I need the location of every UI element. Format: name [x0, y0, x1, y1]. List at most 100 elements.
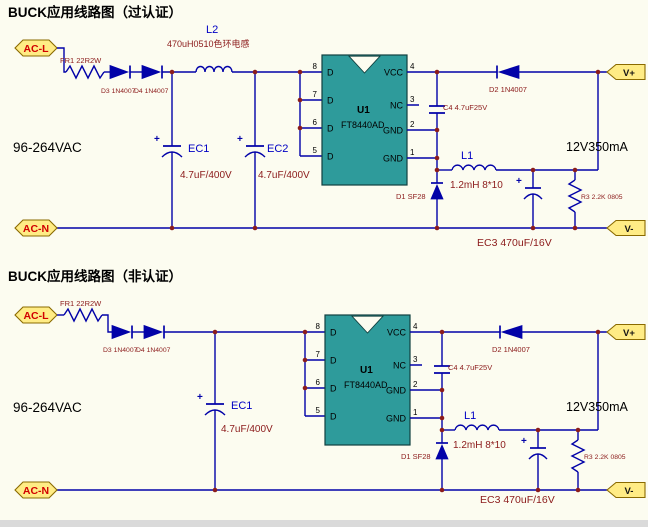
d4-label: D4 1N4007	[134, 88, 169, 95]
diode-d1: D1 SF28	[401, 430, 449, 490]
c4-label: C4 4.7uF25V	[448, 363, 492, 372]
port-ac-l: AC-L	[14, 306, 58, 324]
ec1-designator: EC1	[188, 143, 209, 155]
l1-value: 1.2mH 8*10	[450, 180, 503, 191]
port-v-plus: V+	[606, 63, 646, 81]
u1-pin-name-nc: NC	[393, 361, 406, 371]
diode-d4: D4 1N4007	[136, 324, 171, 354]
u1-pin-number-8: 8	[313, 62, 318, 71]
ec2-value: 4.7uF/400V	[258, 170, 310, 181]
ec2-plus-sign: +	[237, 134, 243, 145]
u1-pin-name-vcc: VCC	[387, 328, 407, 338]
u1-pin-name-vcc: VCC	[384, 68, 404, 78]
cap-ec3: + EC3 470uF/16V	[480, 430, 555, 506]
r3-label: R3 2.2K 0805	[584, 454, 626, 461]
u1-pin-number-3: 3	[413, 355, 418, 364]
cap-ec1: + EC1 4.7uF/400V	[154, 72, 232, 228]
bottom-edge-strip	[0, 520, 648, 527]
wire-step-down	[102, 314, 112, 333]
ec3-plus-sign: +	[521, 436, 527, 447]
d2-triangle	[497, 64, 520, 80]
u1-pin-name-d3: D	[330, 384, 337, 394]
port-v-minus-label: V-	[625, 224, 634, 235]
diode-d4: D4 1N4007	[134, 64, 169, 95]
inductor-l2: L2 470uH0510色环电感	[167, 24, 250, 73]
fuse-fr1: FR1 22R2W	[60, 299, 103, 323]
u1-pin-number-4: 4	[410, 62, 415, 71]
fuse-fr1: FR1 22R2W	[60, 56, 105, 80]
u1-pin-name-d2: D	[327, 96, 334, 106]
port-v-plus-shape	[606, 323, 646, 341]
output-rating: 12V350mA	[566, 400, 629, 414]
port-ac-n-label: AC-N	[23, 223, 49, 235]
inductor-l1: L1 1.2mH 8*10	[450, 150, 503, 191]
d4-label: D4 1N4007	[136, 347, 171, 354]
u1-pin-name-gnd2: GND	[386, 414, 407, 424]
port-v-plus: V+	[606, 323, 646, 341]
wire-drain-join	[304, 332, 325, 417]
port-v-plus-label: V+	[623, 328, 635, 339]
d3-label: D3 1N4007	[101, 88, 136, 95]
u1-body	[321, 54, 408, 186]
ec3-label: EC3 470uF/16V	[480, 494, 555, 506]
diode-d1: D1 SF28	[396, 170, 444, 228]
u1-pin1-notch	[347, 55, 382, 74]
d1-label: D1 SF28	[396, 192, 426, 201]
u1-pin1-notch	[350, 315, 385, 334]
d2-label: D2 1N4007	[489, 85, 527, 94]
cap-ec2: + EC2 4.7uF/400V	[237, 72, 310, 228]
u1-pin-name-d1: D	[327, 68, 334, 78]
fr1-zigzag	[63, 307, 103, 323]
u1-pin-number-5: 5	[316, 406, 321, 415]
u1-pin-name-d2: D	[330, 356, 337, 366]
port-ac-l: AC-L	[14, 39, 58, 57]
port-v-minus-label: V-	[625, 486, 634, 497]
u1-designator: U1	[360, 365, 373, 376]
r3-zigzag	[567, 179, 583, 213]
diode-d3: D3 1N4007	[101, 64, 136, 95]
u1-pin-number-7: 7	[313, 90, 318, 99]
cap-ec3: + EC3 470uF/16V	[477, 170, 552, 249]
u1-pin-name-gnd1: GND	[386, 386, 407, 396]
ec1-designator: EC1	[231, 400, 252, 412]
port-v-minus: V-	[606, 219, 646, 237]
l2-value: 470uH0510色环电感	[167, 38, 250, 49]
l1-coil	[454, 424, 500, 431]
u1-pin-number-7: 7	[316, 350, 321, 359]
fr1-label: FR1 22R2W	[60, 299, 102, 308]
d3-label: D3 1N4007	[103, 347, 138, 354]
d3-triangle	[111, 324, 132, 340]
circuit-noncertified: BUCK应用线路图（非认证） AC-L FR1 22R2W D3 1N4007 …	[8, 268, 646, 506]
u1-pin-number-1: 1	[410, 148, 415, 157]
ec3-plus-sign: +	[516, 176, 522, 187]
wire-drain-join	[299, 72, 322, 157]
u1-pin-name-nc: NC	[390, 101, 403, 111]
d4-triangle	[143, 324, 164, 340]
fr1-zigzag	[65, 64, 105, 80]
input-voltage-range: 96-264VAC	[13, 400, 82, 415]
u1-pin-name-d3: D	[327, 124, 334, 134]
wire-ic-right-stubs	[407, 71, 497, 159]
r3-zigzag	[570, 439, 586, 473]
cap-ec1: + EC1 4.7uF/400V	[197, 332, 273, 490]
resistor-r3: R3 2.2K 0805	[570, 430, 626, 490]
wire-acl-entry	[57, 47, 66, 73]
u1-pin-name-gnd2: GND	[383, 154, 404, 164]
c4-label: C4 4.7uF25V	[443, 103, 487, 112]
ec2-designator: EC2	[267, 143, 288, 155]
port-v-minus-shape	[606, 481, 646, 499]
l1-designator: L1	[461, 150, 473, 162]
cap-c4: C4 4.7uF25V	[429, 72, 487, 170]
port-ac-n-shape	[14, 219, 58, 237]
circuit-certified: BUCK应用线路图（过认证） AC-L FR1 22R2W D3 1N4007 …	[8, 4, 646, 249]
d1-triangle	[430, 183, 444, 200]
ec1-plus-sign: +	[197, 392, 203, 403]
l1-designator: L1	[464, 410, 476, 422]
port-v-plus-shape	[606, 63, 646, 81]
u1-body	[324, 314, 411, 446]
u1-pin-number-5: 5	[313, 146, 318, 155]
u1-pin-name-d1: D	[330, 328, 337, 338]
ec1-plus-sign: +	[154, 134, 160, 145]
port-v-minus-shape	[606, 219, 646, 237]
